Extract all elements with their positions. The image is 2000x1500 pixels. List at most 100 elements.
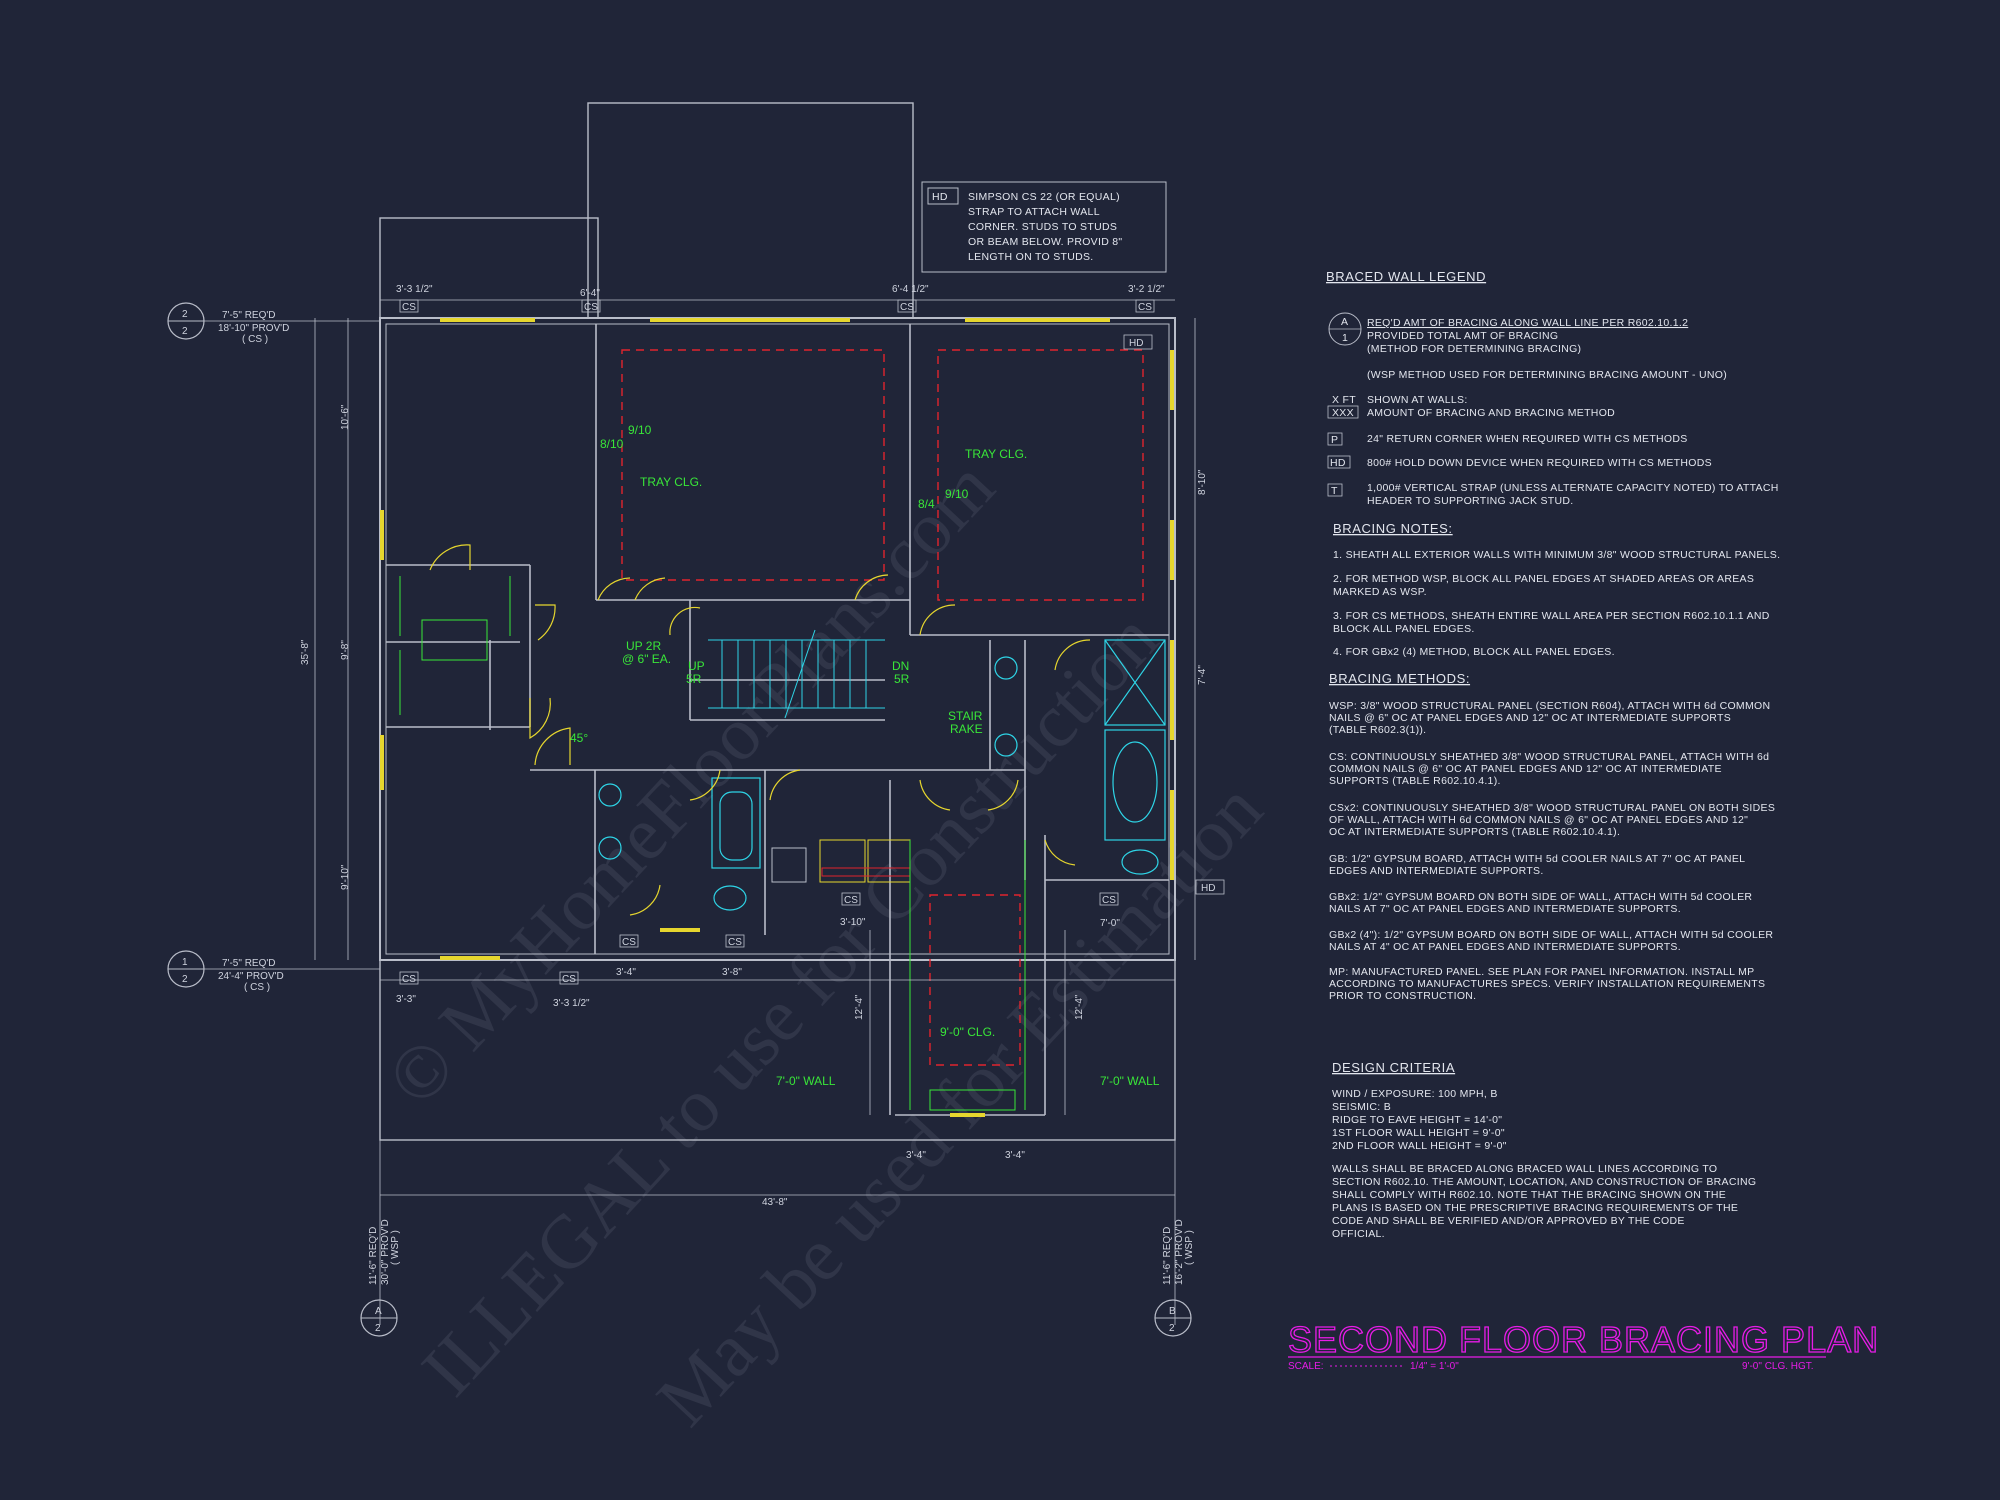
svg-text:(TABLE R602.3(1)).: (TABLE R602.3(1)).: [1329, 724, 1426, 736]
svg-text:1,000# VERTICAL STRAP (UNLESS: 1,000# VERTICAL STRAP (UNLESS ALTERNATE …: [1367, 482, 1779, 494]
svg-text:CS: CS: [402, 302, 416, 313]
tray-ceiling-label-1: TRAY CLG.: [640, 475, 702, 489]
ceiling-ratio-1a: 9/10: [628, 423, 652, 437]
svg-text:EDGES AND INTERMEDIATE SUPPORT: EDGES AND INTERMEDIATE SUPPORTS.: [1329, 865, 1544, 877]
svg-text:X FT: X FT: [1332, 394, 1356, 406]
dim-bottom-7: 3'-4": [1005, 1150, 1025, 1161]
svg-text:OF WALL, ATTACH WITH 6d COMMON: OF WALL, ATTACH WITH 6d COMMON NAILS @ 6…: [1329, 814, 1748, 826]
dim-right-2: 7'-4": [1197, 665, 1208, 685]
svg-text:1ST FLOOR WALL HEIGHT = 9'-0": 1ST FLOOR WALL HEIGHT = 9'-0": [1332, 1127, 1505, 1139]
svg-text:ACCORDING TO MANUFACTURES SPEC: ACCORDING TO MANUFACTURES SPECS. VERIFY …: [1329, 978, 1765, 990]
svg-text:24" RETURN CORNER WHEN REQUIRE: 24" RETURN CORNER WHEN REQUIRED WITH CS …: [1367, 433, 1688, 445]
tray-ceiling-1: [621, 349, 885, 581]
tray-ceiling-label-2: TRAY CLG.: [965, 447, 1027, 461]
svg-text:GBx2: 1/2" GYPSUM BOARD ON BOT: GBx2: 1/2" GYPSUM BOARD ON BOTH SIDE OF …: [1329, 891, 1752, 903]
svg-text:CS: CS: [844, 895, 858, 906]
svg-text:OC AT INTERMEDIATE SUPPORTS (T: OC AT INTERMEDIATE SUPPORTS (TABLE R602.…: [1329, 826, 1620, 838]
svg-text:GBx2 (4"): 1/2" GYPSUM BOARD O: GBx2 (4"): 1/2" GYPSUM BOARD ON BOTH SID…: [1329, 929, 1773, 941]
svg-text:2: 2: [182, 974, 188, 985]
svg-text:1: 1: [182, 957, 188, 968]
svg-text:WSP: 3/8" WOOD STRUCTURAL PANE: WSP: 3/8" WOOD STRUCTURAL PANEL (SECTION…: [1329, 700, 1770, 712]
wall-line-a: A 2 11'-6" REQ'D 30'-0" PROV'D ( WSP ): [360, 1219, 401, 1337]
stair-down-label: DN: [892, 659, 909, 673]
braced-wall-legend: BRACED WALL LEGEND A 1 REQ'D AMT OF BRAC…: [1326, 269, 1779, 507]
svg-text:NAILS AT 7" OC AT PANEL EDGES: NAILS AT 7" OC AT PANEL EDGES AND INTERM…: [1329, 903, 1681, 915]
svg-text:30'-0" PROV'D: 30'-0" PROV'D: [380, 1219, 391, 1285]
svg-text:CS: CS: [900, 302, 914, 313]
dim-overall-width: 43'-8": [762, 1197, 788, 1208]
bracing-methods: BRACING METHODS: WSP: 3/8" WOOD STRUCTUR…: [1329, 671, 1775, 1002]
dim-bottom-2: 3'-3 1/2": [553, 998, 590, 1009]
dim-vert-2: 12'-4": [1074, 994, 1085, 1020]
svg-text:16'-2" PROV'D: 16'-2" PROV'D: [1174, 1219, 1185, 1285]
cs-tags: [399, 299, 1155, 985]
svg-text:1. SHEATH ALL EXTERIOR WALLS W: 1. SHEATH ALL EXTERIOR WALLS WITH MINIMU…: [1333, 549, 1780, 561]
svg-text:2. FOR METHOD WSP, BLOCK ALL P: 2. FOR METHOD WSP, BLOCK ALL PANEL EDGES…: [1333, 573, 1754, 585]
ceiling-ratio-2b: 8/4: [918, 497, 935, 511]
bracing-methods-title: BRACING METHODS:: [1329, 671, 1470, 686]
svg-text:PRIOR TO CONSTRUCTION.: PRIOR TO CONSTRUCTION.: [1329, 990, 1476, 1002]
doors: [429, 544, 1091, 916]
hall-ceiling-label: 9'-0" CLG.: [940, 1025, 995, 1039]
svg-text:CS: CS: [622, 937, 636, 948]
svg-text:RIDGE TO EAVE HEIGHT = 14'-0": RIDGE TO EAVE HEIGHT = 14'-0": [1332, 1114, 1502, 1126]
sink: [598, 836, 622, 860]
svg-text:A: A: [1341, 316, 1348, 328]
sink: [598, 783, 622, 807]
wall-line-markers: 2 2 7'-5" REQ'D 18'-10" PROV'D ( CS ) 1 …: [167, 302, 1195, 1337]
svg-text:SUPPORTS (TABLE R602.10.4.1).: SUPPORTS (TABLE R602.10.4.1).: [1329, 775, 1501, 787]
svg-text:( CS ): ( CS ): [244, 982, 270, 993]
svg-text:XXX: XXX: [1332, 407, 1354, 419]
cs-tag-labels: CS CS CS CS CS CS CS CS CS CS: [402, 302, 1152, 985]
svg-text:REQ'D AMT OF BRACING ALONG WAL: REQ'D AMT OF BRACING ALONG WALL LINE PER…: [1367, 317, 1688, 329]
bracing-notes-title: BRACING NOTES:: [1333, 521, 1453, 536]
scale-value: 1/4" = 1'-0": [1410, 1361, 1459, 1372]
svg-text:2: 2: [375, 1323, 381, 1334]
step-label-b: @ 6" EA.: [622, 652, 671, 666]
toilet: [713, 885, 747, 911]
svg-text:CS: CS: [1138, 302, 1152, 313]
svg-text:SHOWN AT WALLS:: SHOWN AT WALLS:: [1367, 394, 1468, 406]
room-annotations: TRAY CLG. TRAY CLG. 9/10 8/10 9/10 8/4 U…: [570, 423, 1160, 1088]
svg-text:7'-5" REQ'D: 7'-5" REQ'D: [222, 958, 276, 969]
dim-left-2: 9'-8": [340, 640, 351, 660]
wall-line-2: 2 2 7'-5" REQ'D 18'-10" PROV'D ( CS ): [167, 302, 289, 345]
dim-top-4: 3'-2 1/2": [1128, 284, 1165, 295]
svg-text:2: 2: [1169, 1323, 1175, 1334]
dim-vert-1: 12'-4": [854, 994, 865, 1020]
svg-text:( WSP ): ( WSP ): [390, 1230, 401, 1265]
hd-tags-plan: HD HD: [1123, 334, 1225, 895]
svg-text:(METHOD FOR DETERMINING BRACIN: (METHOD FOR DETERMINING BRACING): [1367, 343, 1581, 355]
toilet: [1121, 849, 1159, 875]
svg-text:CS: CONTINUOUSLY SHEATHED 3/8": CS: CONTINUOUSLY SHEATHED 3/8" WOOD STRU…: [1329, 751, 1769, 763]
sink: [994, 656, 1018, 680]
svg-text:SECTION R602.10. THE AMOUNT, L: SECTION R602.10. THE AMOUNT, LOCATION, A…: [1332, 1176, 1756, 1188]
hd-note-line: LENGTH ON TO STUDS.: [968, 251, 1094, 263]
svg-text:PROVIDED TOTAL AMT OF BRACING: PROVIDED TOTAL AMT OF BRACING: [1367, 330, 1558, 342]
tray-ceiling-2: [937, 349, 1144, 601]
svg-text:2: 2: [182, 309, 188, 320]
bracing-notes: BRACING NOTES: 1. SHEATH ALL EXTERIOR WA…: [1333, 521, 1780, 658]
design-criteria: DESIGN CRITERIA WIND / EXPOSURE: 100 MPH…: [1332, 1060, 1756, 1240]
svg-text:T: T: [1331, 485, 1338, 497]
svg-text:SHALL COMPLY WITH R602.10. NOT: SHALL COMPLY WITH R602.10. NOTE THAT THE…: [1332, 1189, 1726, 1201]
step-label: UP 2R: [626, 639, 661, 653]
svg-text:AMOUNT OF BRACING AND BRACING: AMOUNT OF BRACING AND BRACING METHOD: [1367, 407, 1615, 419]
svg-text:NAILS @ 6" OC AT PANEL EDGES A: NAILS @ 6" OC AT PANEL EDGES AND 12" OC …: [1329, 712, 1731, 724]
hd-note-line: OR BEAM BELOW. PROVID 8": [968, 236, 1122, 248]
svg-text:HEADER TO SUPPORTING JACK STUD: HEADER TO SUPPORTING JACK STUD.: [1367, 495, 1574, 507]
svg-text:CS: CS: [1102, 895, 1116, 906]
dim-bottom-6: 3'-4": [906, 1150, 926, 1161]
dim-top-3: 6'-4 1/2": [892, 284, 929, 295]
svg-text:CS: CS: [584, 302, 598, 313]
svg-text:CS: CS: [402, 974, 416, 985]
svg-text:11'-6" REQ'D: 11'-6" REQ'D: [368, 1227, 379, 1285]
angle-label: 45°: [570, 731, 588, 745]
stair-rake-label-b: RAKE: [950, 722, 983, 736]
svg-text:OFFICIAL.: OFFICIAL.: [1332, 1228, 1385, 1240]
svg-text:11'-6" REQ'D: 11'-6" REQ'D: [1162, 1227, 1173, 1285]
dim-overall-depth: 35'-8": [300, 639, 311, 665]
svg-text:GB: 1/2" GYPSUM BOARD, ATTACH: GB: 1/2" GYPSUM BOARD, ATTACH WITH 5d CO…: [1329, 853, 1745, 865]
svg-text:800# HOLD DOWN DEVICE WHEN REQ: 800# HOLD DOWN DEVICE WHEN REQUIRED WITH…: [1367, 457, 1712, 469]
